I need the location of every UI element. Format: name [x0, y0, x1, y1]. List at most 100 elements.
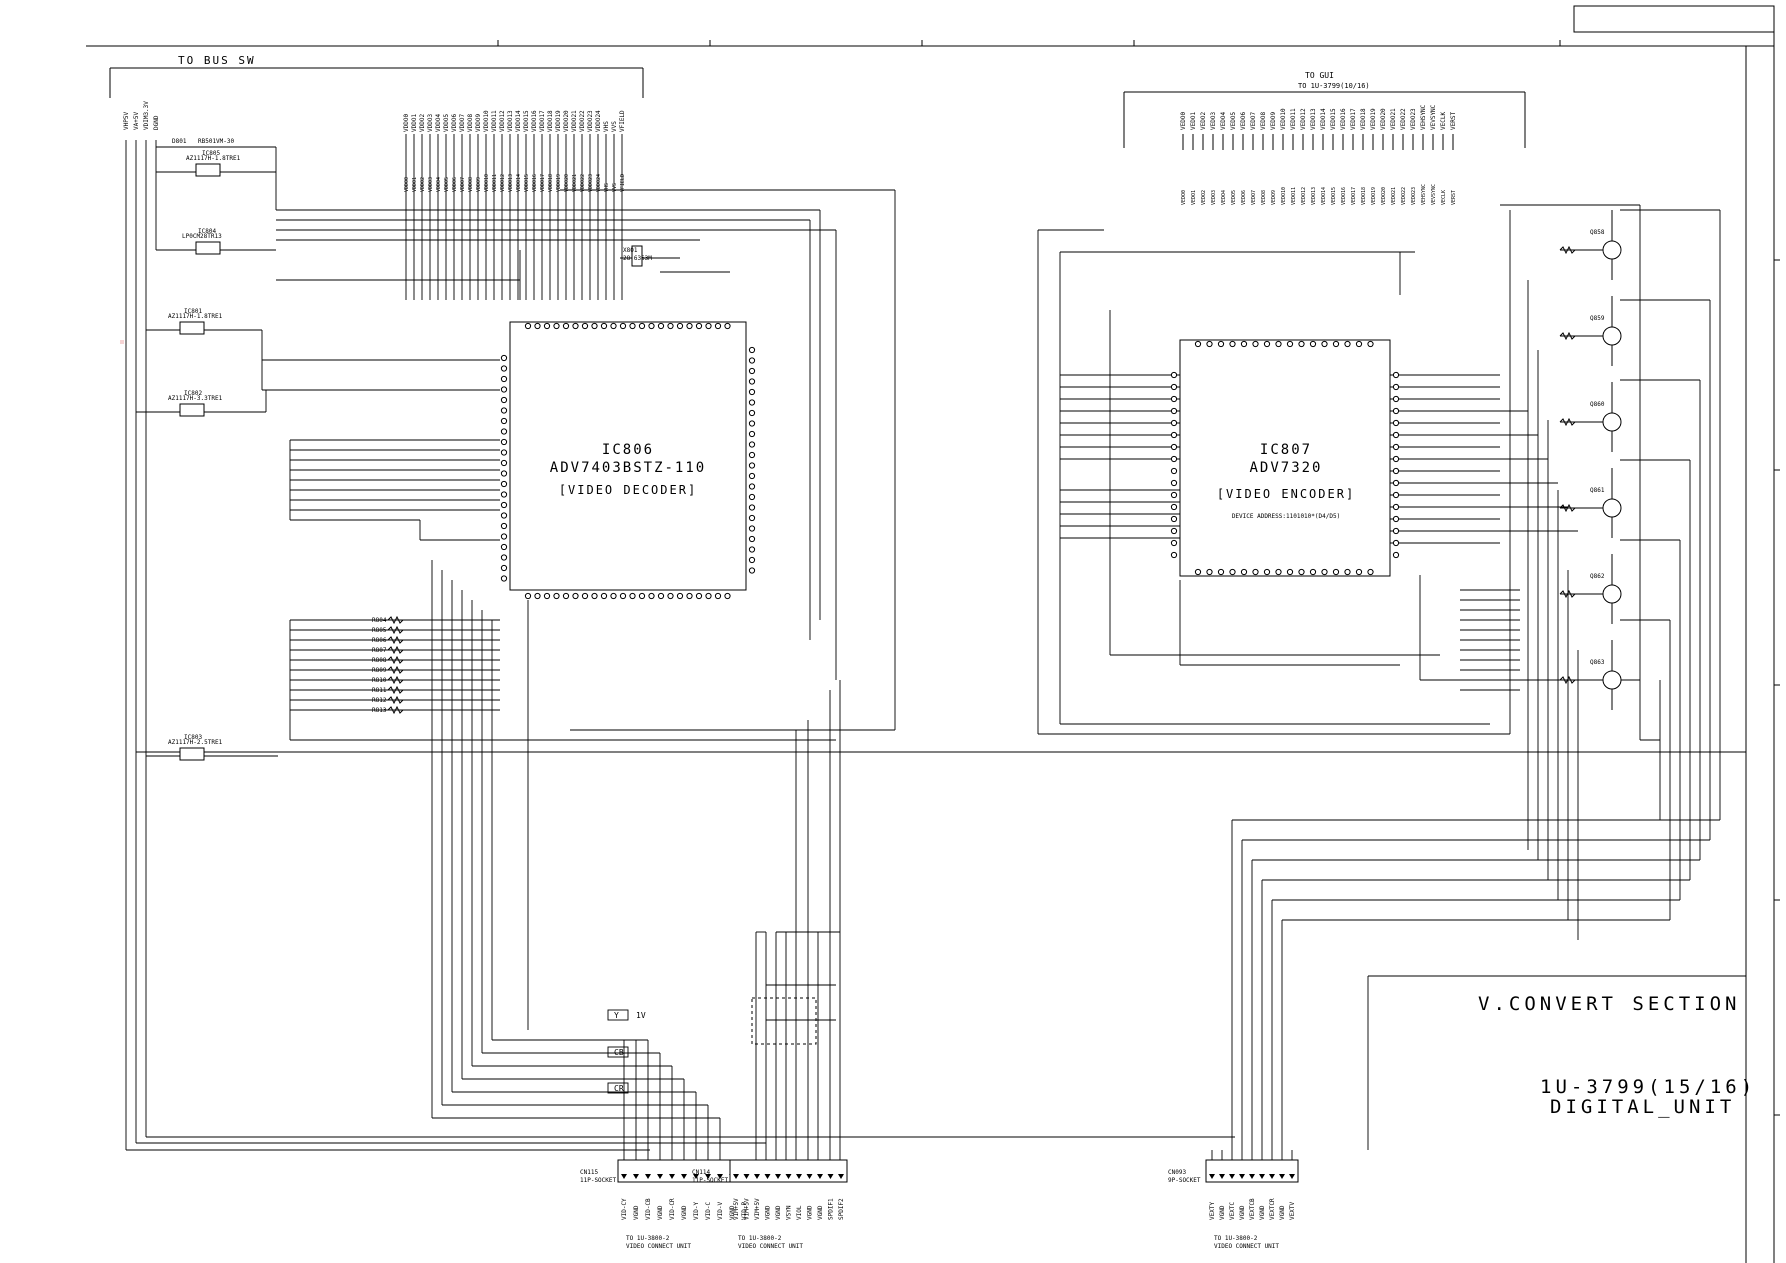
connector-pin-label: VGND: [765, 1205, 772, 1220]
ic807-body: [1179, 339, 1391, 577]
connector-pin-label: VID-C: [705, 1202, 712, 1220]
power-rail: VDIM3.3V: [143, 101, 150, 130]
bus-signal: VDDO11: [491, 110, 498, 132]
connector-pin-label: VGND: [1279, 1205, 1286, 1220]
ic807-pin: [1298, 340, 1305, 348]
bus-signal: VDDO23: [587, 110, 594, 132]
ic806-pin: [619, 322, 627, 330]
bus-signal: VDDO21: [571, 110, 578, 132]
resistor-symbol: [387, 625, 404, 635]
resistor-symbol: [387, 615, 404, 625]
bus-signal: VDDO0: [403, 114, 410, 132]
ic807-pin: [1252, 568, 1259, 576]
ic806-pin: [648, 322, 655, 330]
ic806-pin: [610, 592, 617, 600]
gui-signal: VEDO21: [1390, 108, 1397, 130]
ic806-pin: [748, 535, 756, 543]
ic807-pin: [1344, 568, 1351, 576]
connector-pin-label: VGND: [681, 1205, 688, 1220]
transistor-ref: Q858: [1590, 229, 1605, 236]
ic806-pin: [500, 449, 508, 456]
bus-signal-net: VDDO2: [420, 177, 426, 192]
ic806-pin: [500, 428, 508, 435]
gui-signal: VEDO6: [1240, 112, 1247, 130]
ic806-pin: [705, 322, 712, 330]
transistor-bias: [1559, 417, 1603, 427]
resistor-symbol: [387, 645, 404, 655]
bus-signal-net: VDDO22: [580, 174, 586, 192]
ic806-pin: [657, 592, 665, 600]
connector-pin-label: VGND: [729, 1205, 736, 1220]
power-rail: DGND: [153, 115, 160, 130]
regulator-ref: IC802: [184, 390, 202, 397]
gui-signal: VEDO4: [1220, 112, 1227, 130]
bus-signal: VDDO22: [579, 110, 586, 132]
ic806-pin: [748, 346, 756, 354]
bus-signal-net: VDDO14: [516, 174, 522, 192]
ic807-pin: [1355, 568, 1363, 576]
gui-signal: VEDO3: [1210, 112, 1217, 130]
resistor-symbol: [387, 685, 404, 695]
connector-pin: [817, 1174, 823, 1179]
ic806-pin: [572, 322, 579, 330]
power-rail: VHP5V: [123, 112, 130, 130]
ic807-pin: [1240, 568, 1248, 576]
connector-dest: TO 1U-3800-2: [738, 1235, 782, 1242]
connector-pin-label: VID-CB: [645, 1198, 652, 1220]
ic806-pin: [748, 483, 756, 490]
gui-signal-net: VEDO7: [1251, 190, 1257, 205]
ic807-pin: [1206, 568, 1213, 576]
connector-type: 9P-SOCKET: [1168, 1177, 1201, 1184]
ic806-pin: [748, 399, 756, 406]
gui-signal-net: VERST: [1451, 190, 1457, 205]
connector-pin-label: VGND: [1219, 1205, 1226, 1220]
crystal-value: 28.6363M: [623, 255, 652, 262]
ic807-pin: [1355, 340, 1363, 348]
diode-part: RB501VM-30: [198, 138, 235, 145]
ic806-pin: [591, 322, 598, 330]
gui-signal: VEDO1: [1190, 112, 1197, 130]
crystal-ref: X801: [623, 247, 638, 254]
connector-pin: [1229, 1174, 1235, 1179]
connector-dest: TO 1U-3800-2: [1214, 1235, 1258, 1242]
regulator-ref: IC805: [202, 150, 220, 157]
ic807-pin: [1229, 568, 1236, 576]
gui-signal-net: VEDO18: [1361, 187, 1367, 205]
ic806-pin: [676, 322, 684, 330]
gui-signal: VERST: [1450, 112, 1457, 130]
bus-signal-net: VVS: [612, 183, 618, 192]
connector-pin-label: SPDIF2: [838, 1198, 845, 1220]
bus-signal: VDDO17: [539, 110, 546, 132]
ic807-pin: [1332, 340, 1340, 348]
connector-pin: [838, 1174, 844, 1179]
connector-pin: [785, 1174, 792, 1179]
ic807-pin: [1170, 503, 1178, 511]
video-tag: CR: [614, 1084, 624, 1093]
connector-pin-label: VEXTV: [1289, 1202, 1296, 1220]
ic807-pin: [1392, 443, 1400, 451]
connector-dest2: VIDEO CONNECT UNIT: [738, 1243, 803, 1250]
gui-signal-net: VECLK: [1441, 190, 1447, 205]
bus-signal: VDDO13: [507, 110, 514, 132]
gui-signal-net: VEDO23: [1411, 187, 1417, 205]
connector-pin: [827, 1174, 834, 1179]
power-rail: VA+5V: [133, 112, 140, 130]
transistor-bias: [1559, 245, 1603, 255]
ic807-pin: [1392, 419, 1400, 427]
gui-signal: VECLK: [1440, 112, 1447, 130]
connector-pin-label: VIOL: [796, 1205, 803, 1220]
gui-signal: VEDO20: [1380, 108, 1387, 130]
bus-signal-net: VDDO21: [572, 174, 578, 192]
ic806-pin: [686, 592, 693, 600]
ic806-pin: [543, 322, 551, 330]
ic806-pin: [500, 365, 508, 372]
ic806-pin: [629, 592, 636, 600]
connector-pin: [775, 1174, 781, 1179]
connector-dest: TO 1U-3800-2: [626, 1235, 670, 1242]
ic806-pin: [648, 592, 655, 600]
gui-signal-net: VEDO19: [1371, 187, 1377, 205]
ic807-pin: [1170, 467, 1178, 475]
connector-pin: [717, 1174, 723, 1179]
transistor-symbol: [1602, 584, 1622, 604]
ic807-pins: [1170, 340, 1400, 576]
